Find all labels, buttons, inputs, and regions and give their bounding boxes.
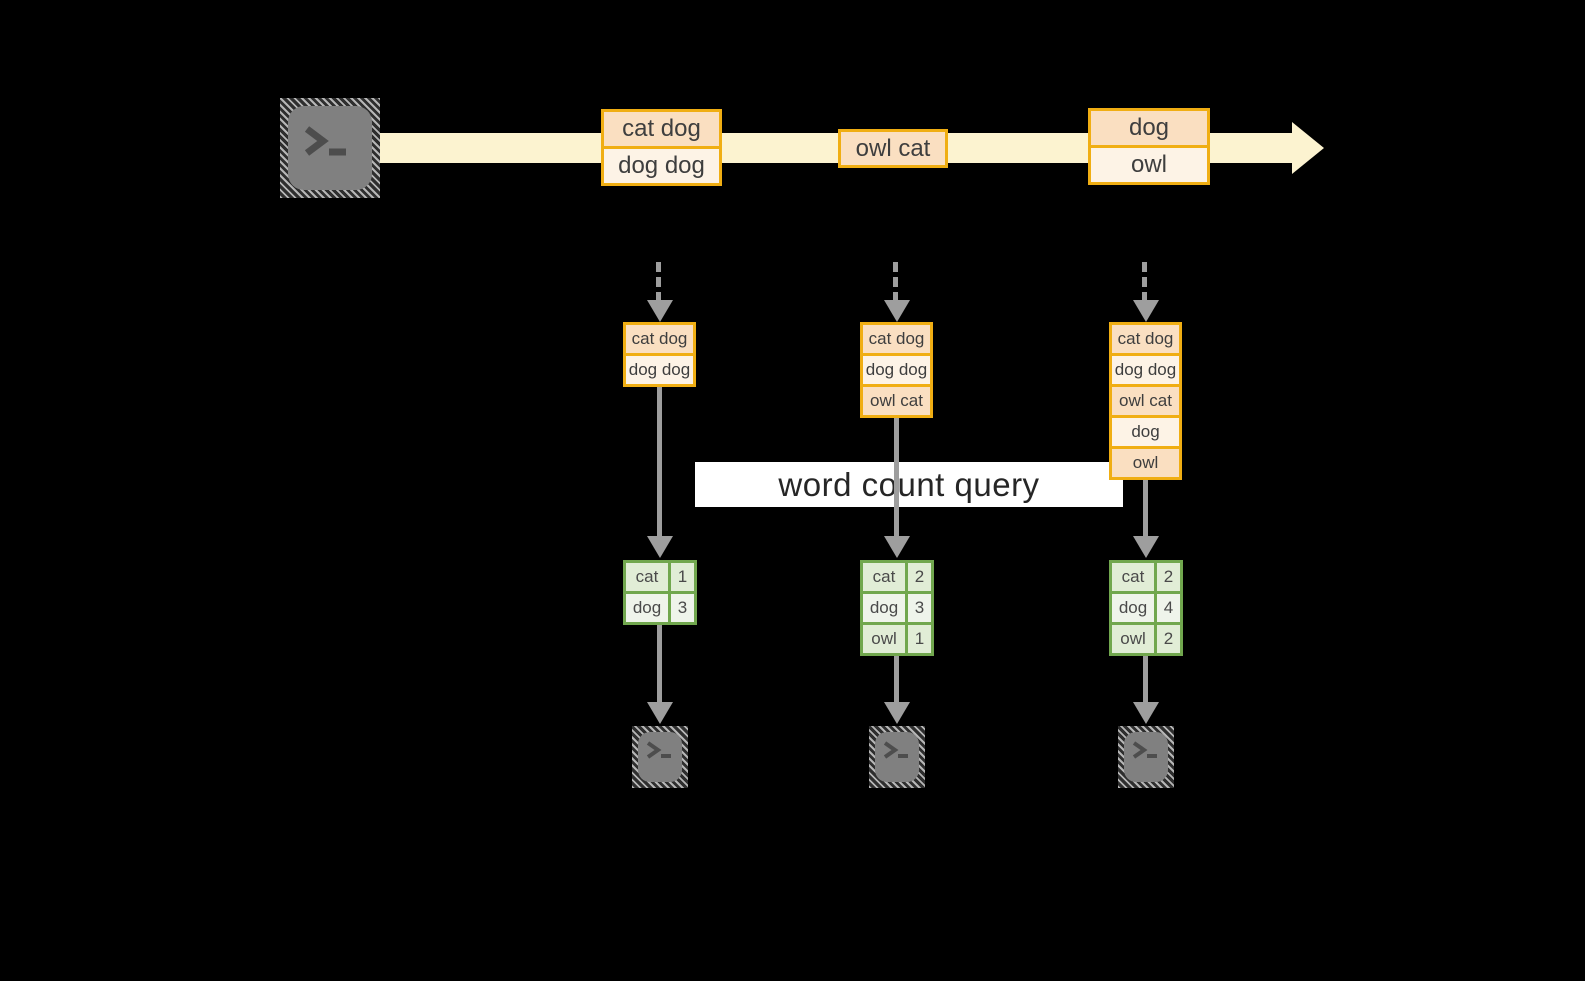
record: owl <box>1091 145 1207 182</box>
connector-line <box>894 418 899 536</box>
state-box-3: cat dog dog dog owl cat dog owl <box>1109 322 1182 480</box>
word-cell: cat <box>1112 563 1157 591</box>
word-cell: owl <box>863 625 908 653</box>
count-table-2: cat 2 dog 3 owl 1 <box>860 560 934 656</box>
source-terminal-icon <box>280 98 380 198</box>
connector-line <box>657 625 662 702</box>
state-record: owl cat <box>863 384 930 415</box>
word-cell: owl <box>1112 625 1157 653</box>
record: dog dog <box>604 146 719 183</box>
count-cell: 1 <box>671 563 694 591</box>
state-record: cat dog <box>626 325 693 353</box>
record: dog <box>1091 111 1207 145</box>
arrowhead-icon <box>647 702 673 724</box>
connector-line <box>1143 656 1148 702</box>
record: owl cat <box>841 132 945 165</box>
sink-terminal-icon <box>869 726 925 788</box>
arrowhead-icon <box>647 536 673 558</box>
state-record: cat dog <box>863 325 930 353</box>
terminal-screen <box>1124 732 1168 782</box>
arrowhead-icon <box>884 702 910 724</box>
dashed-arrow-line <box>656 262 661 302</box>
arrowhead-icon <box>1133 536 1159 558</box>
state-record: owl cat <box>1112 384 1179 415</box>
terminal-screen <box>638 732 682 782</box>
state-box-1: cat dog dog dog <box>623 322 696 387</box>
count-cell: 1 <box>908 625 931 653</box>
word-cell: dog <box>626 594 671 622</box>
dashed-arrow-line <box>893 262 898 302</box>
terminal-prompt-icon <box>304 126 346 156</box>
terminal-prompt-icon <box>1132 741 1157 759</box>
table-row: owl 2 <box>1112 622 1180 653</box>
table-row: dog 3 <box>863 591 931 622</box>
arrowhead-icon <box>884 536 910 558</box>
table-row: cat 2 <box>1112 563 1180 591</box>
sink-terminal-icon <box>1118 726 1174 788</box>
connector-line <box>1143 480 1148 536</box>
query-label: word count query <box>778 465 1040 503</box>
query-label-band: word count query <box>695 462 1123 507</box>
state-record: dog dog <box>863 353 930 384</box>
table-row: cat 1 <box>626 563 694 591</box>
state-record: owl <box>1112 446 1179 477</box>
count-cell: 4 <box>1157 594 1180 622</box>
count-cell: 2 <box>908 563 931 591</box>
word-cell: cat <box>863 563 908 591</box>
connector-line <box>657 387 662 536</box>
record: cat dog <box>604 112 719 146</box>
arrowhead-icon <box>1133 702 1159 724</box>
connector-line <box>894 656 899 702</box>
count-cell: 3 <box>908 594 931 622</box>
count-cell: 2 <box>1157 563 1180 591</box>
state-box-2: cat dog dog dog owl cat <box>860 322 933 418</box>
table-row: dog 3 <box>626 591 694 622</box>
arrowhead-icon <box>1133 300 1159 322</box>
state-record: cat dog <box>1112 325 1179 353</box>
terminal-screen <box>288 106 372 190</box>
count-table-3: cat 2 dog 4 owl 2 <box>1109 560 1183 656</box>
batch-box-3: dog owl <box>1088 108 1210 185</box>
state-record: dog dog <box>1112 353 1179 384</box>
table-row: dog 4 <box>1112 591 1180 622</box>
arrowhead-icon <box>647 300 673 322</box>
count-table-1: cat 1 dog 3 <box>623 560 697 625</box>
word-cell: cat <box>626 563 671 591</box>
table-row: owl 1 <box>863 622 931 653</box>
arrowhead-icon <box>884 300 910 322</box>
batch-box-1: cat dog dog dog <box>601 109 722 186</box>
count-cell: 2 <box>1157 625 1180 653</box>
state-record: dog dog <box>626 353 693 384</box>
batch-box-2: owl cat <box>838 129 948 168</box>
state-record: dog <box>1112 415 1179 446</box>
terminal-prompt-icon <box>646 741 671 759</box>
terminal-screen <box>875 732 919 782</box>
sink-terminal-icon <box>632 726 688 788</box>
terminal-prompt-icon <box>883 741 908 759</box>
word-cell: dog <box>863 594 908 622</box>
dashed-arrow-line <box>1142 262 1147 302</box>
stream-arrowhead <box>1292 122 1324 174</box>
table-row: cat 2 <box>863 563 931 591</box>
count-cell: 3 <box>671 594 694 622</box>
word-cell: dog <box>1112 594 1157 622</box>
